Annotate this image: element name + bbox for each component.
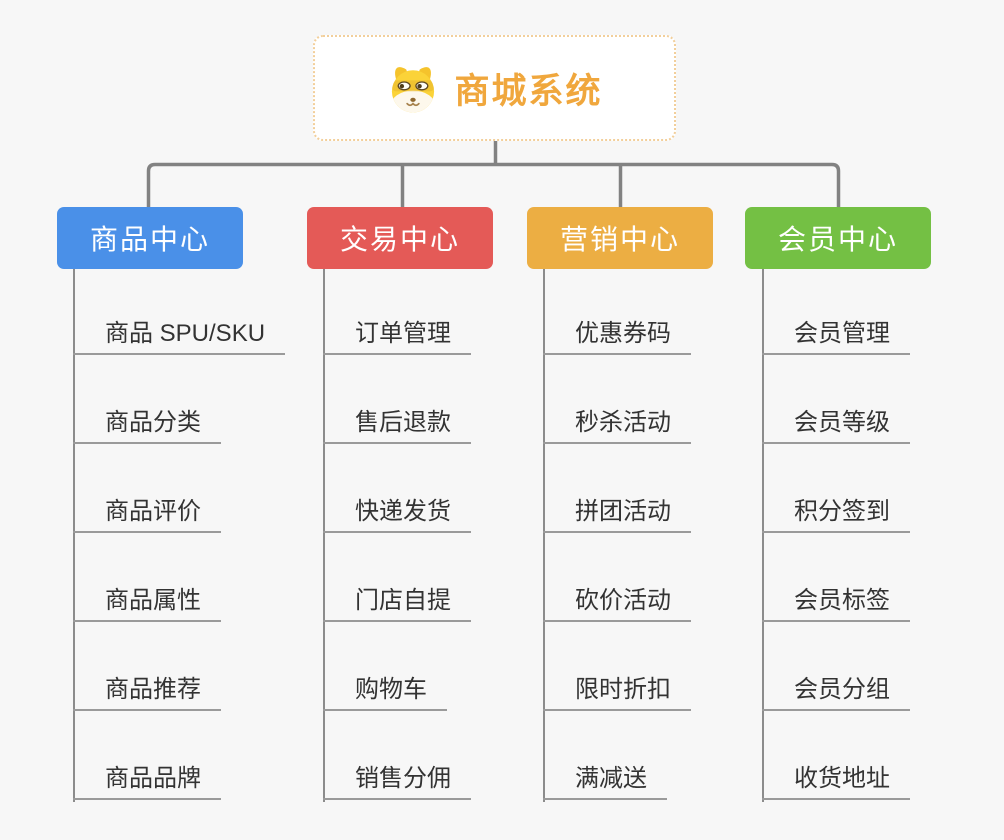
branch-node-4[interactable]: 会员中心 — [745, 207, 931, 269]
leaf-label: 商品评价 — [105, 498, 201, 525]
leaf-label: 限时折扣 — [575, 676, 671, 703]
leaf-label: 收货地址 — [794, 765, 890, 792]
leaf-label: 积分签到 — [794, 498, 890, 525]
leaf-node[interactable]: 砍价活动 — [543, 578, 691, 622]
leaf-label: 购物车 — [355, 676, 427, 703]
leaf-label: 销售分佣 — [355, 765, 451, 792]
leaf-node[interactable]: 积分签到 — [762, 489, 910, 533]
leaf-node[interactable]: 商品分类 — [73, 400, 221, 444]
leaf-label: 门店自提 — [355, 587, 451, 614]
leaf-node[interactable]: 门店自提 — [323, 578, 471, 622]
branch-connector-line — [543, 269, 545, 802]
leaf-node[interactable]: 商品 SPU/SKU — [73, 311, 286, 355]
leaf-node[interactable]: 优惠券码 — [543, 311, 691, 355]
leaf-node[interactable]: 收货地址 — [762, 756, 910, 800]
branch-label: 商品中心 — [89, 224, 210, 255]
leaf-label: 满减送 — [575, 765, 647, 792]
leaf-label: 拼团活动 — [575, 498, 671, 525]
leaf-label: 商品 SPU/SKU — [105, 320, 266, 347]
branch-node-3[interactable]: 营销中心 — [527, 207, 713, 269]
leaf-node[interactable]: 秒杀活动 — [543, 400, 691, 444]
leaf-node[interactable]: 售后退款 — [323, 400, 471, 444]
leaf-node[interactable]: 快递发货 — [323, 489, 471, 533]
leaf-node[interactable]: 满减送 — [543, 756, 667, 800]
root-title: 商城系统 — [454, 71, 603, 111]
leaf-node[interactable]: 购物车 — [323, 667, 447, 711]
leaf-node[interactable]: 商品品牌 — [73, 756, 221, 800]
leaf-label: 会员分组 — [794, 676, 890, 703]
leaf-label: 商品推荐 — [105, 676, 201, 703]
leaf-label: 商品属性 — [105, 587, 201, 614]
leaf-node[interactable]: 会员等级 — [762, 400, 910, 444]
leaf-label: 订单管理 — [355, 320, 451, 347]
root-node[interactable]: 商城系统 — [313, 35, 676, 141]
branch-node-1[interactable]: 商品中心 — [57, 207, 243, 269]
leaf-label: 商品品牌 — [105, 765, 201, 792]
leaf-node[interactable]: 商品推荐 — [73, 667, 221, 711]
leaf-label: 秒杀活动 — [575, 409, 671, 436]
branch-connector-line — [73, 269, 75, 802]
leaf-label: 会员管理 — [794, 320, 890, 347]
leaf-label: 快递发货 — [355, 498, 451, 525]
leaf-node[interactable]: 限时折扣 — [543, 667, 691, 711]
leaf-node[interactable]: 会员标签 — [762, 578, 910, 622]
leaf-label: 砍价活动 — [575, 587, 671, 614]
branch-label: 交易中心 — [339, 224, 460, 255]
branch-connector-line — [762, 269, 764, 802]
leaf-label: 商品分类 — [105, 409, 201, 436]
leaf-node[interactable]: 订单管理 — [323, 311, 471, 355]
leaf-node[interactable]: 商品评价 — [73, 489, 221, 533]
leaf-label: 优惠券码 — [575, 320, 671, 347]
leaf-node[interactable]: 会员管理 — [762, 311, 910, 355]
leaf-label: 会员等级 — [794, 409, 890, 436]
branch-node-2[interactable]: 交易中心 — [307, 207, 493, 269]
leaf-node[interactable]: 商品属性 — [73, 578, 221, 622]
leaf-label: 售后退款 — [355, 409, 451, 436]
dog-icon — [386, 61, 440, 115]
branch-label: 会员中心 — [777, 224, 898, 255]
leaf-node[interactable]: 拼团活动 — [543, 489, 691, 533]
leaf-node[interactable]: 销售分佣 — [323, 756, 471, 800]
branch-label: 营销中心 — [559, 224, 680, 255]
branch-connector-line — [323, 269, 325, 802]
leaf-label: 会员标签 — [794, 587, 890, 614]
leaf-node[interactable]: 会员分组 — [762, 667, 910, 711]
